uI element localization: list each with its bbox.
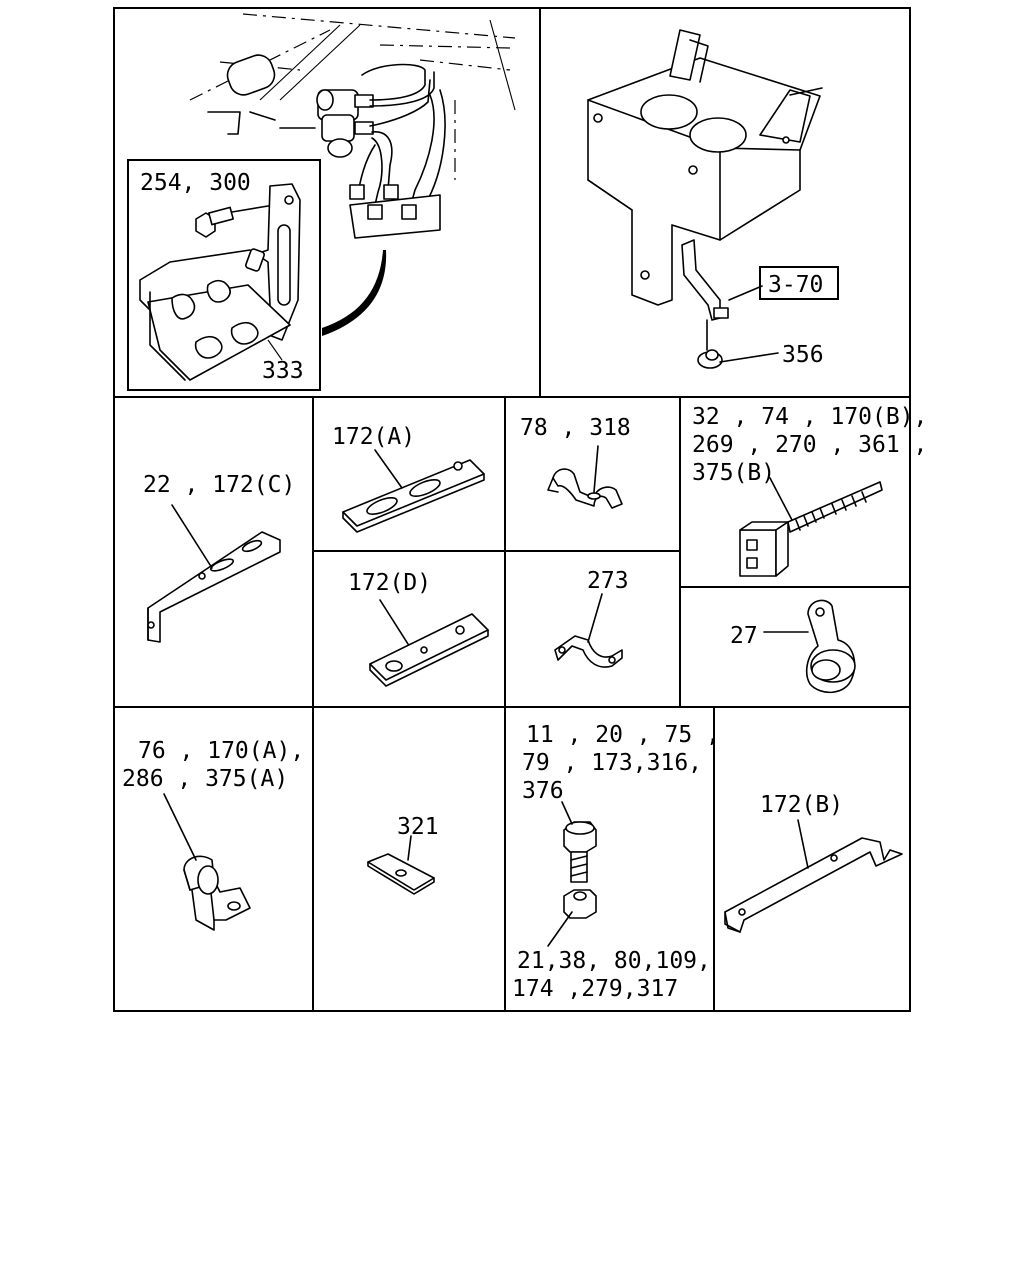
panel-grid: [113, 7, 911, 1012]
callout-333: 333: [262, 358, 304, 384]
callout-356: 356: [782, 342, 824, 368]
callout-3-70: 3-70: [768, 272, 823, 298]
bracket-22-172c-drawing: [147, 504, 281, 643]
callout-76-line2: 286 , 375(A): [122, 766, 288, 792]
callout-27: 27: [730, 623, 758, 649]
clamp-76-drawing: [163, 793, 251, 931]
callout-11-line3: 376: [522, 778, 564, 804]
valve-assembly-drawing: [189, 13, 516, 336]
callout-labels: 254, 300 333 3-70 356 22 , 172(C) 172(A)…: [122, 170, 927, 1002]
callout-321: 321: [397, 814, 439, 840]
callout-21-line1: 21,38, 80,109,: [517, 948, 711, 974]
bracket-172a-drawing: [342, 449, 485, 533]
callout-254-300: 254, 300: [140, 170, 251, 196]
bolt-nut-drawing: [547, 801, 597, 947]
callout-21-line2: 174 ,279,317: [512, 976, 678, 1002]
plate-172d-drawing: [369, 599, 489, 687]
clip-78-318-drawing: [547, 445, 623, 509]
callout-32-line3: 375(B): [692, 460, 775, 486]
callout-172d: 172(D): [348, 570, 431, 596]
callout-11-line1: 11 , 20 , 75 ,: [526, 722, 720, 748]
callout-273: 273: [587, 568, 629, 594]
callout-11-line2: 79 , 173,316,: [522, 750, 702, 776]
inset-bracket-box: [127, 159, 321, 391]
tank-drawing: [587, 29, 823, 369]
callout-32-line1: 32 , 74 , 170(B),: [692, 404, 927, 430]
callout-32-line2: 269 , 270 , 361 ,: [692, 432, 927, 458]
connector-strap-drawing: [739, 477, 883, 577]
bracket-172b-drawing: [724, 819, 903, 933]
callout-172b: 172(B): [760, 792, 843, 818]
callout-3-70-box: [759, 266, 839, 300]
clip-273-drawing: [554, 593, 623, 668]
callout-78-318: 78 , 318: [520, 415, 631, 441]
clamp-27-drawing: [763, 599, 856, 694]
callout-172a: 172(A): [332, 424, 415, 450]
callout-76-line1: 76 , 170(A),: [138, 738, 304, 764]
callout-22-172c: 22 , 172(C): [143, 472, 295, 498]
plate-321-drawing: [367, 835, 435, 895]
